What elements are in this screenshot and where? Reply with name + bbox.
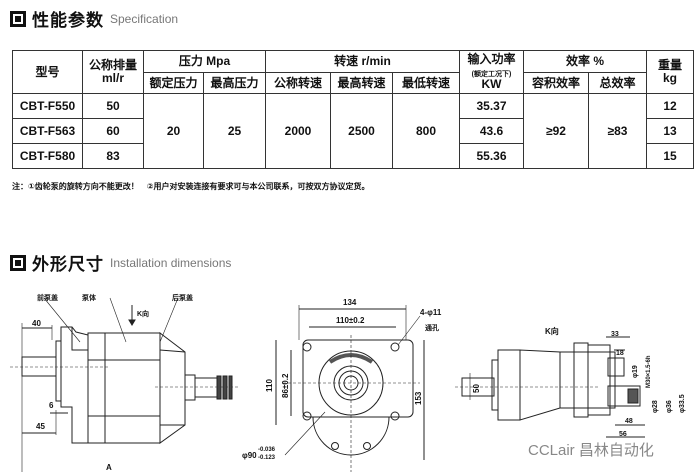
watermark: CCLair 昌林自动化 (528, 442, 654, 459)
dim-phi33-5: φ33.5 (679, 394, 686, 413)
cell-power: 55.36 (459, 143, 524, 169)
label-rear-cover: 后泵盖 (172, 293, 193, 302)
dim-50: 50 (472, 384, 481, 393)
dim-phi28: φ28 (652, 400, 659, 413)
footnote: 注：①齿轮泵的旋转方向不能更改！ ②用户对安装连接有要求可与本公司联系，可按双方… (12, 182, 370, 191)
cell-max-speed: 2500 (330, 93, 393, 169)
dim-phi36: φ36 (666, 400, 673, 413)
side-view-drawing (10, 297, 240, 472)
cell-displacement: 83 (82, 143, 144, 169)
dim-110-h: 110±0.2 (336, 316, 365, 325)
cell-power: 43.6 (459, 118, 524, 144)
header-min-speed: 最低转速 (392, 72, 460, 94)
table-row: CBT-F550 50 20 25 2000 2500 800 35.37 ≥9… (12, 93, 694, 169)
label-k-direction: K向 (137, 309, 149, 318)
k-view-drawing (455, 336, 645, 438)
dim-134: 134 (343, 298, 357, 307)
dim-18: 18 (616, 350, 624, 357)
cell-max-pressure: 25 (203, 93, 266, 169)
dim-110-v: 110 (265, 379, 274, 392)
dim-A: A (106, 463, 112, 472)
front-view-drawing (275, 305, 425, 472)
dim-33: 33 (611, 331, 619, 338)
dim-tol-lower: -0.123 (258, 455, 276, 461)
cell-volumetric-eff: ≥92 (523, 93, 589, 169)
spec-heading: 性能参数 Specification (10, 6, 178, 31)
square-bullet-icon (10, 254, 26, 271)
label-through-hole: 通孔 (425, 323, 439, 332)
dim-40: 40 (32, 319, 41, 328)
table-row: CBT-F580 83 55.36 15 (12, 143, 694, 169)
dim-56: 56 (619, 431, 627, 438)
square-bullet-icon (10, 10, 26, 27)
dim-6: 6 (49, 401, 54, 410)
label-front-cover: 前泵盖 (37, 293, 58, 302)
cell-min-speed: 800 (392, 93, 460, 169)
cell-model: CBT-F550 (12, 93, 83, 119)
dim-phi19: φ19 (632, 365, 639, 378)
dim-48: 48 (625, 418, 633, 425)
install-heading: 外形尺寸 Installation dimensions (10, 250, 231, 275)
cell-nominal-speed: 2000 (265, 93, 331, 169)
cell-total-eff: ≥83 (588, 93, 647, 169)
dim-holes: 4-φ11 (420, 308, 442, 317)
label-k-view: K向 (545, 326, 559, 336)
dim-phi90: φ90 (242, 451, 257, 460)
cell-weight: 13 (646, 118, 694, 144)
dim-86: 86±0.2 (281, 373, 290, 398)
header-pressure: 压力 Mpa (143, 50, 266, 73)
dim-153: 153 (414, 391, 423, 405)
dim-45: 45 (36, 422, 45, 431)
cell-model: CBT-F580 (12, 143, 83, 169)
label-pump-body: 泵体 (81, 293, 97, 302)
dim-tol-upper: -0.036 (258, 447, 276, 453)
dim-thread: M30×1.5-6h (646, 355, 652, 388)
cell-weight: 15 (646, 143, 694, 169)
